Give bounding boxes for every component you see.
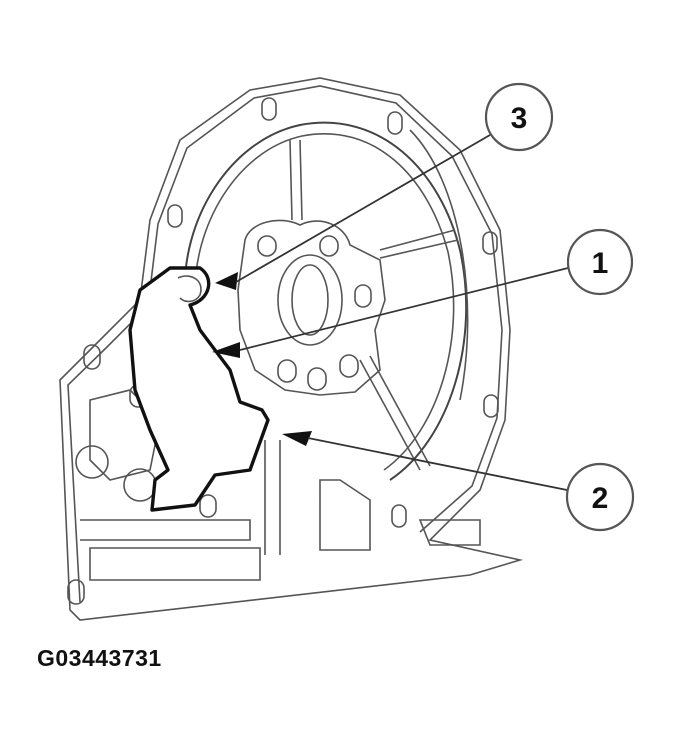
detent-lever: [128, 266, 270, 512]
arrowhead-1: [212, 342, 240, 358]
leader-line-1: [239, 267, 569, 351]
arrowhead-2: [282, 431, 312, 446]
figure-id-label: G03443731: [37, 645, 162, 671]
leader-line-3: [235, 134, 491, 283]
callout-number-1: 1: [592, 247, 609, 280]
callout-number-3: 3: [511, 102, 528, 135]
callout-2: 2: [565, 462, 635, 532]
housing-outline: [59, 77, 524, 621]
arrowhead-3: [215, 272, 238, 290]
callout-3: 3: [484, 82, 554, 152]
leader-line-2: [307, 437, 568, 491]
callout-number-2: 2: [592, 482, 609, 515]
callout-1: 1: [566, 228, 634, 296]
